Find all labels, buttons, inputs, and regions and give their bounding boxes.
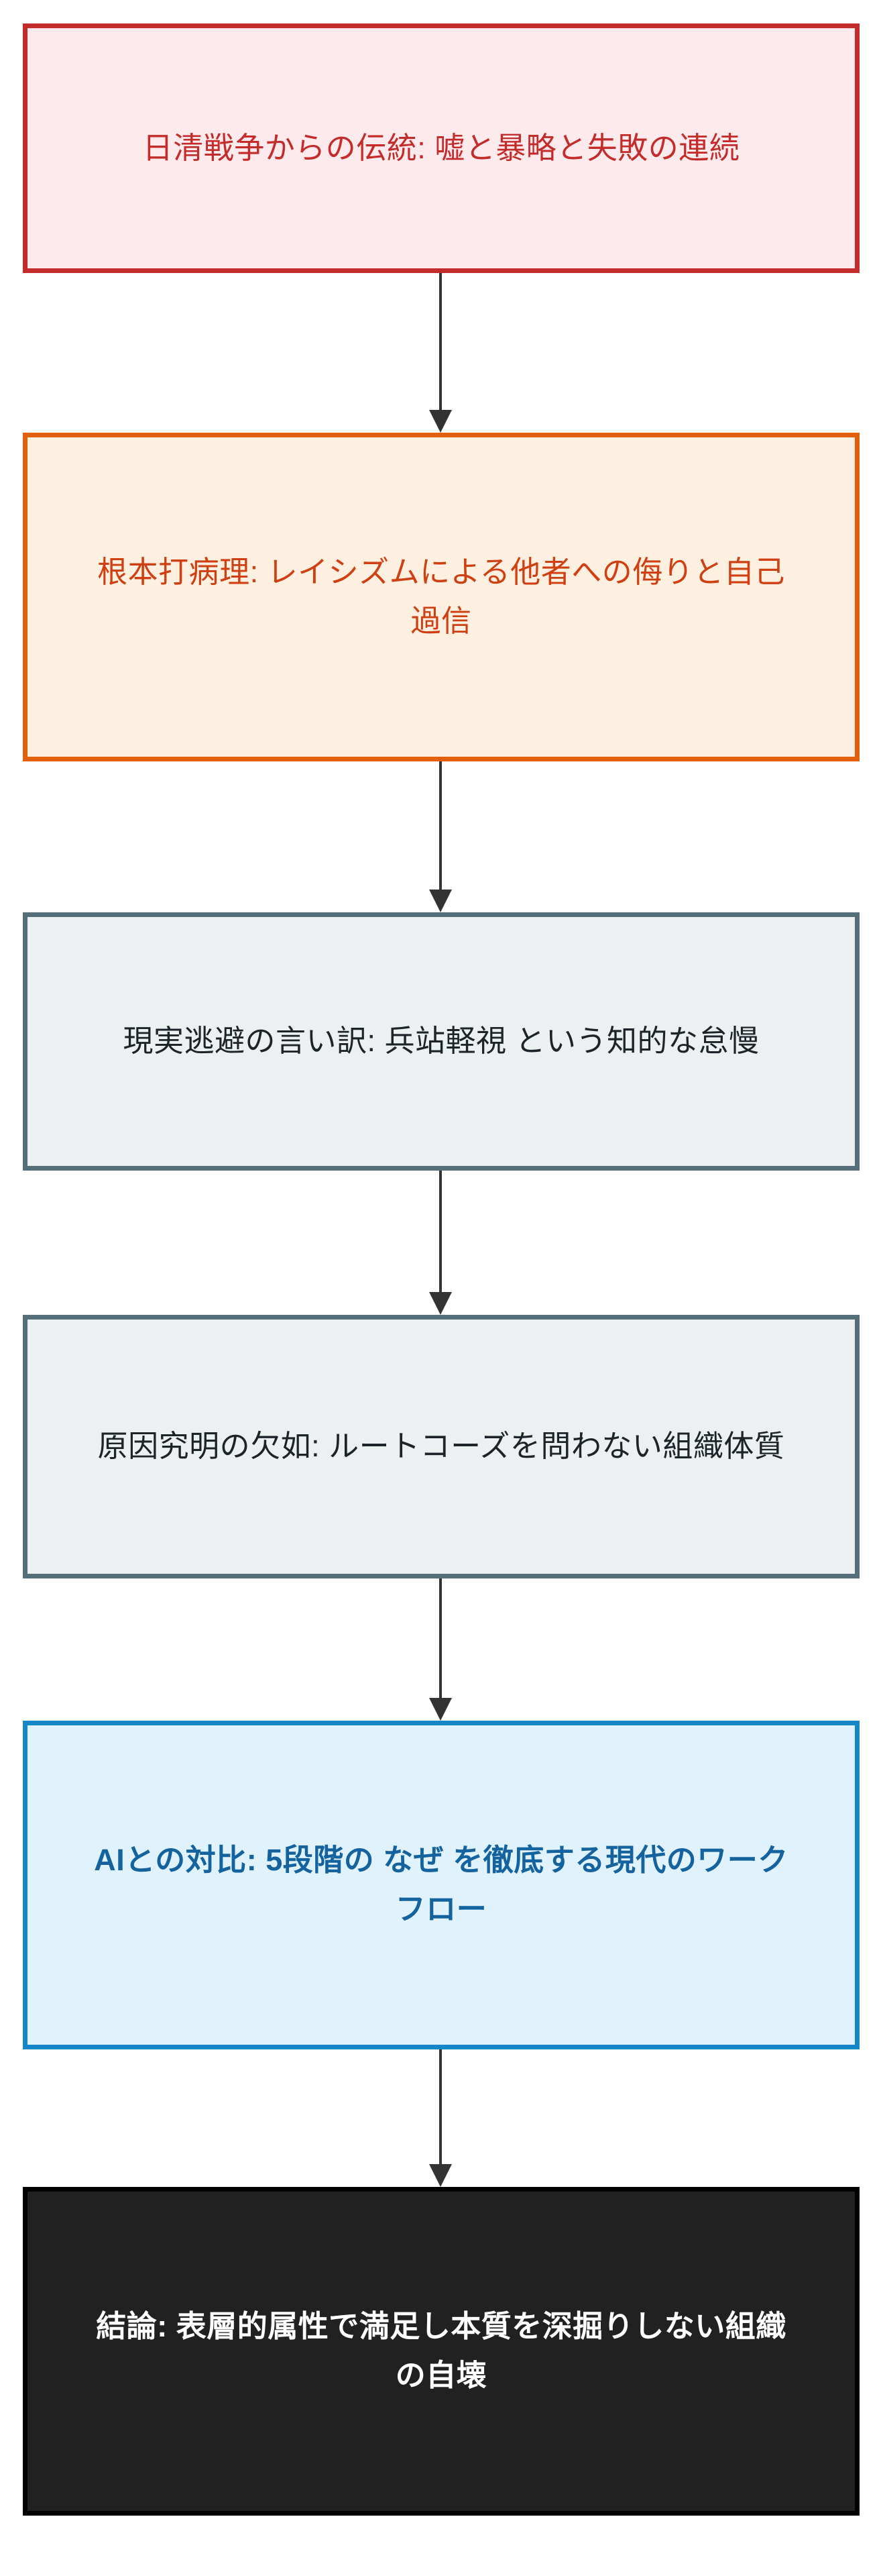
node-label-excuse: 現実逃避の言い訳: 兵站軽視 という知的な怠慢 [123, 1024, 760, 1059]
flowchart-node-no-root-cause[interactable]: 原因究明の欠如: ルートコーズを問わない組織体質 [23, 1315, 860, 1578]
flowchart-edge-pathology-to-excuse [0, 761, 881, 912]
flowchart-node-conclusion[interactable]: 結論: 表層的属性で満足し本質を深掘りしない組織の自壊 [23, 2187, 860, 2516]
node-label-pathology: 根本打病理: レイシズムによる他者への侮りと自己過信 [97, 555, 785, 638]
flowchart-node-excuse[interactable]: 現実逃避の言い訳: 兵站軽視 という知的な怠慢 [23, 912, 860, 1171]
flowchart-node-tradition[interactable]: 日清戦争からの伝統: 嘘と暴略と失敗の連続 [23, 23, 860, 273]
node-label-conclusion: 結論: 表層的属性で満足し本質を深掘りしない組織の自壊 [96, 2309, 786, 2392]
node-label-ai-contrast: AIとの対比: 5段階の なぜ を徹底する現代のワークフロー [94, 1843, 788, 1926]
flowchart-edge-ai-contrast-to-conclusion [0, 2049, 881, 2187]
flowchart-edge-no-root-cause-to-ai-contrast [0, 1578, 881, 1721]
node-label-no-root-cause: 原因究明の欠如: ルートコーズを問わない組織体質 [97, 1429, 785, 1464]
node-label-tradition: 日清戦争からの伝統: 嘘と暴略と失敗の連続 [142, 130, 740, 165]
flowchart-edge-tradition-to-pathology [0, 273, 881, 433]
flowchart-edge-excuse-to-no-root-cause [0, 1171, 881, 1315]
flowchart-node-ai-contrast[interactable]: AIとの対比: 5段階の なぜ を徹底する現代のワークフロー [23, 1721, 860, 2049]
flowchart-node-pathology[interactable]: 根本打病理: レイシズムによる他者への侮りと自己過信 [23, 433, 860, 761]
